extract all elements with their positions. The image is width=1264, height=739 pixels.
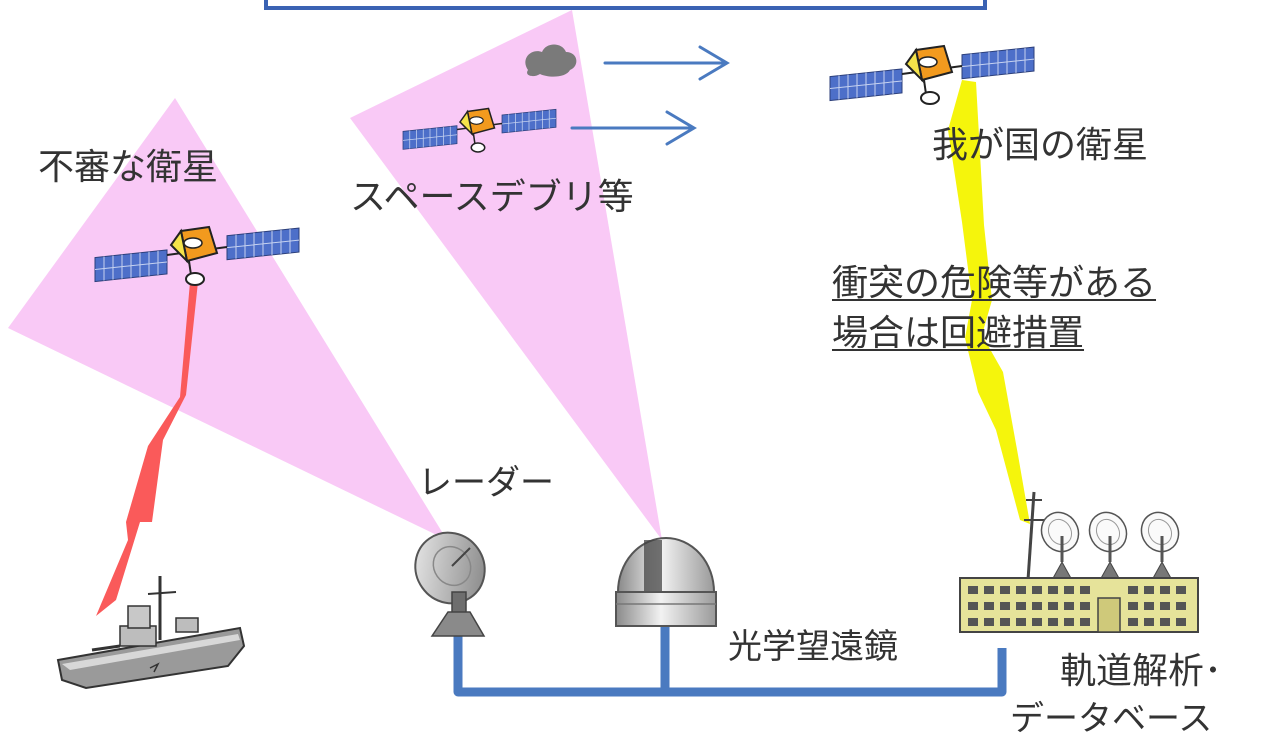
avoidance-label-line2: 場合は回避措置 [832,313,1085,354]
ground-station-icon [959,491,1199,633]
warship-icon [56,576,246,690]
hostile-link-bolt [96,282,198,616]
telescope-dome-icon [615,537,717,627]
arrow-right-icon [570,110,697,146]
suspicious-satellite-label: 不審な衛星 [38,147,219,188]
top-title-bar [264,0,987,10]
ground-network-line [453,620,1007,697]
our-satellite-label: 我が国の衛星 [932,125,1149,166]
arrow-right-icon [603,45,730,81]
orbit-analysis-label-line2: データベース [1010,699,1213,739]
radar-label: レーダー [418,463,554,503]
avoidance-label-line1: 衝突の危険等がある [832,263,1157,304]
orbit-analysis-label-line1: 軌道解析･ [1060,651,1223,692]
space-debris-cloud-icon [525,44,577,77]
space-debris-label: スペースデブリ等 [350,177,634,218]
radar-dish-icon [414,531,486,637]
satellite-icon [829,45,1035,105]
radar-surveillance-beam [8,98,447,540]
optical-telescope-label: 光学望遠鏡 [728,627,898,667]
friendly-link-bolt [948,80,1030,524]
